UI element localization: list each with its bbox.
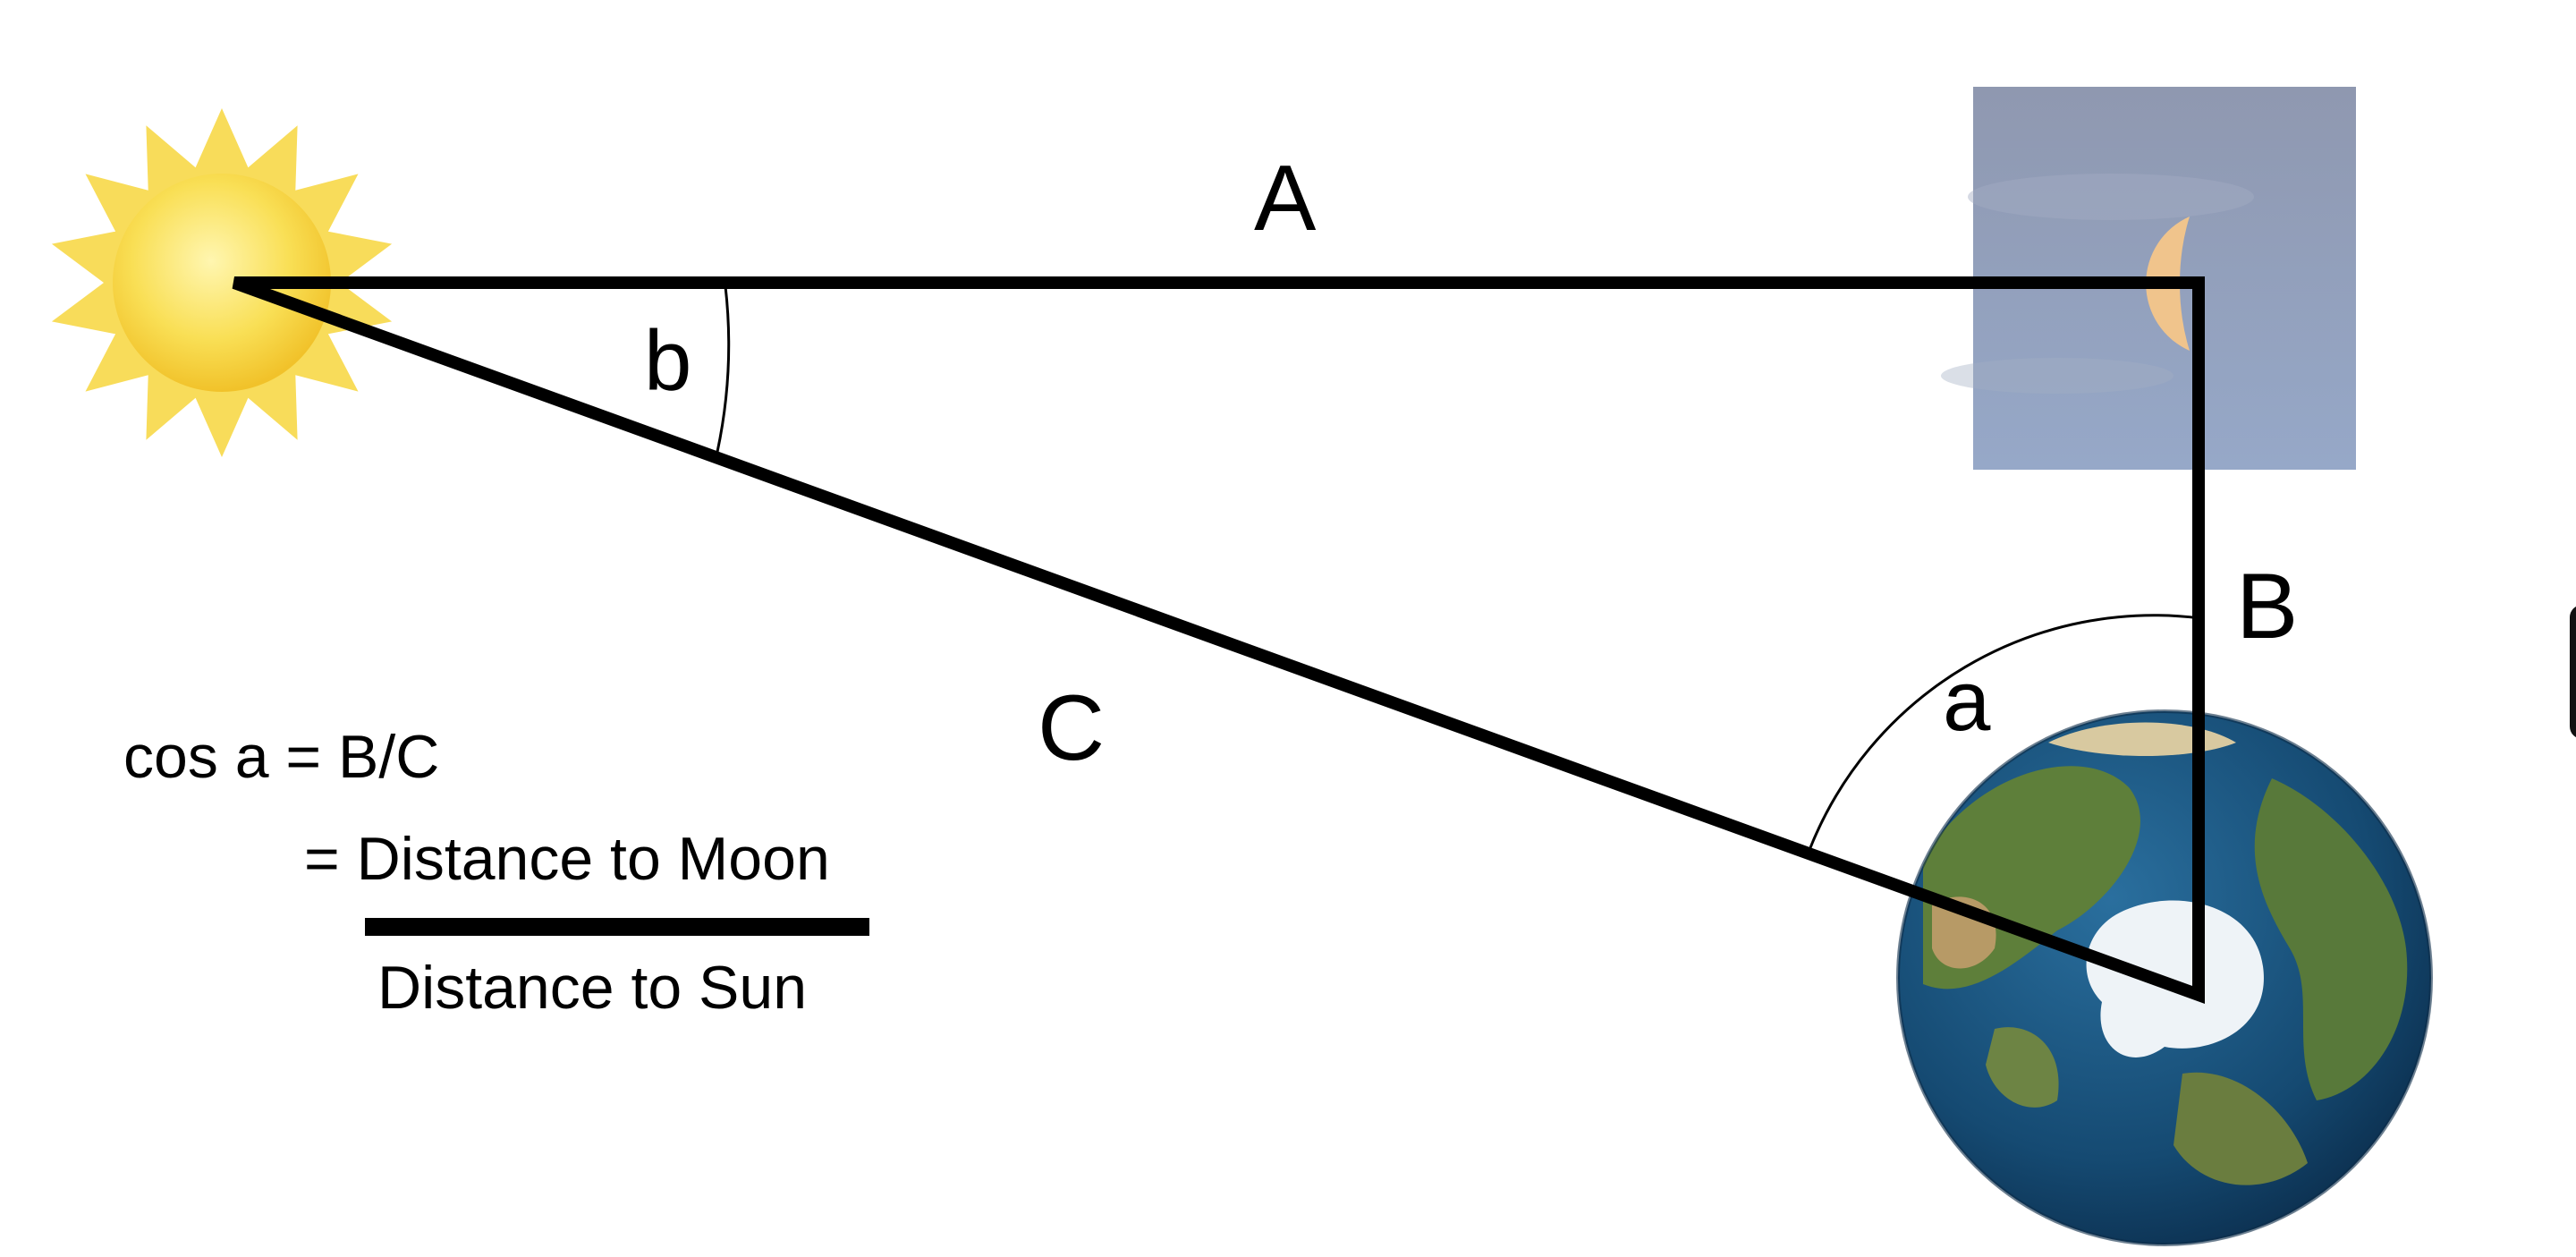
angle-arc-a	[1808, 614, 2201, 851]
edge-handle[interactable]	[2570, 605, 2576, 739]
angle-label-a: a	[1943, 653, 1991, 749]
angle-label-b: b	[644, 313, 692, 409]
triangle-outline	[232, 276, 2205, 1004]
formula-line1: cos a = B/C	[123, 723, 440, 791]
fraction-bar	[365, 918, 869, 936]
angle-arc-b	[716, 285, 731, 453]
side-label-a: A	[1254, 147, 1317, 251]
side-label-c: C	[1038, 676, 1106, 780]
sun-icon	[51, 108, 393, 457]
formula-denominator: Distance to Sun	[377, 954, 808, 1022]
side-label-b: B	[2236, 555, 2299, 658]
earth-globe	[1896, 709, 2433, 1246]
formula-numerator: = Distance to Moon	[304, 825, 830, 893]
